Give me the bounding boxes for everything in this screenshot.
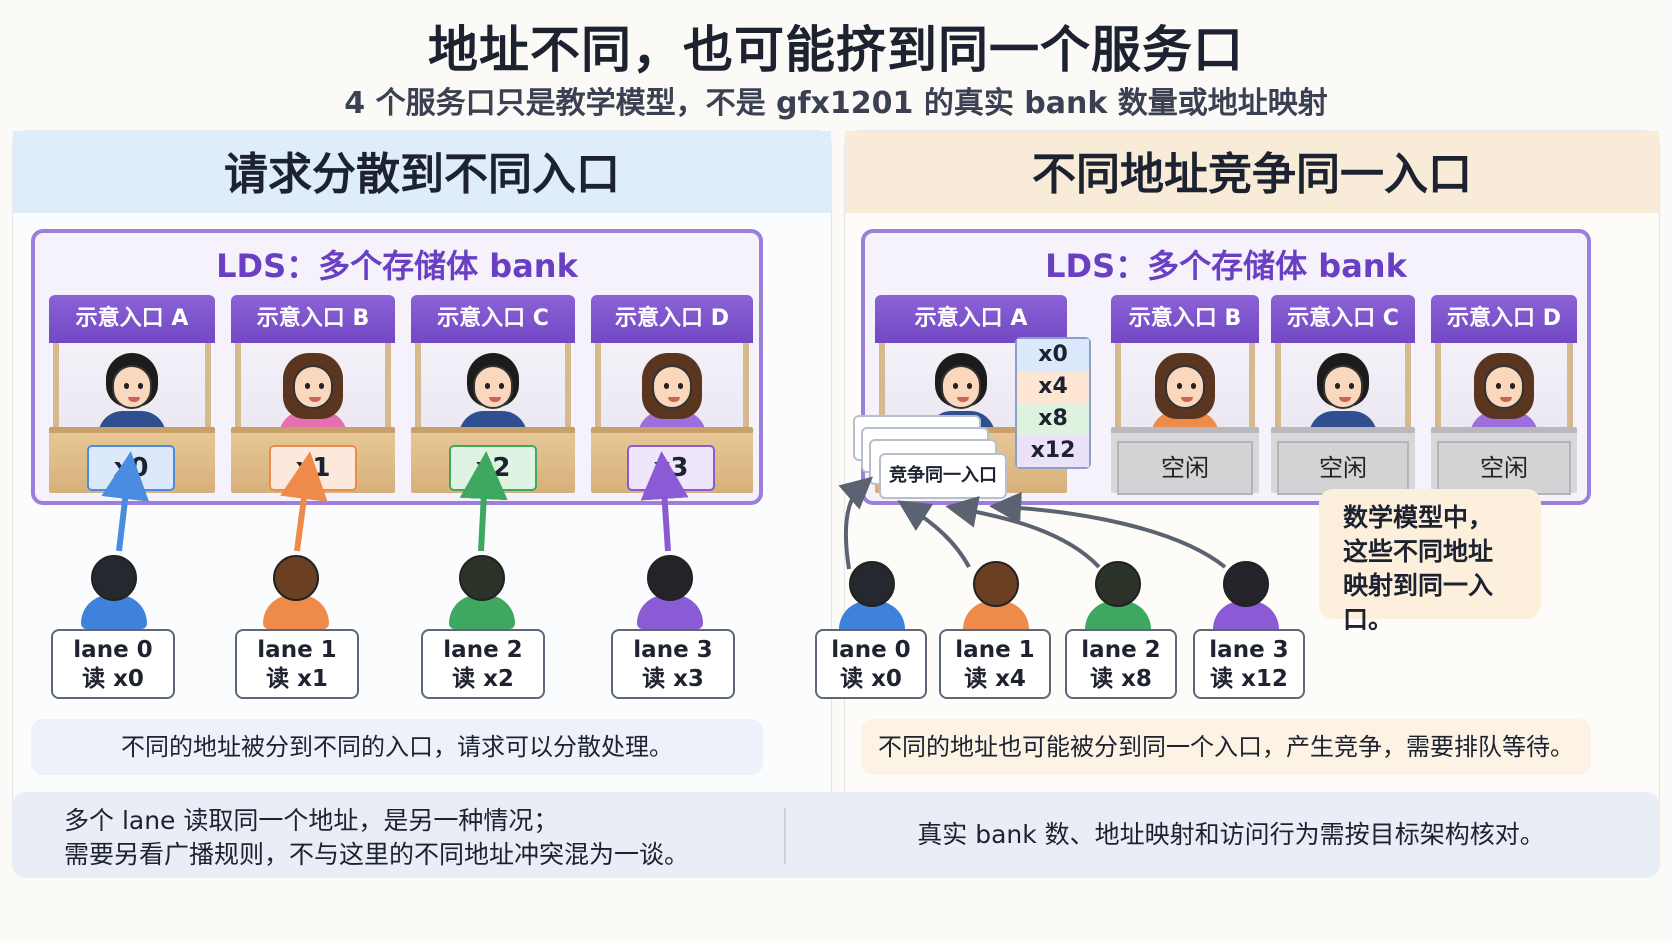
footer-left-note: 多个 lane 读取同一个地址，是另一种情况； 需要另看广播规则，不与这里的不同… — [64, 806, 690, 869]
left-lds-title: LDS：多个存储体 bank — [216, 247, 578, 285]
lane2-person-icon — [445, 555, 519, 629]
right-panel-heading: 不同地址竞争同一入口 — [845, 131, 1659, 213]
window-sign: 示意入口 A — [875, 295, 1067, 343]
window-sign: 示意入口 B — [231, 295, 395, 343]
right-window-c: 示意入口 C 空闲 — [1271, 295, 1415, 495]
right-lds-box: LDS：多个存储体 bank 示意入口 A 示意入口 B 空闲 — [861, 229, 1591, 505]
contend-same-entry-card: 竞争同一入口 — [879, 453, 1007, 499]
lane1-person-icon — [259, 555, 333, 629]
window-sign: 示意入口 D — [591, 295, 753, 343]
arrow-lane1-x1 — [280, 451, 328, 552]
clerk-female-icon — [632, 353, 712, 439]
model-callout: 数学模型中， 这些不同地址 映射到同一入口。 — [1319, 489, 1541, 634]
right-lds-title: LDS：多个存储体 bank — [1045, 247, 1407, 285]
clerk-male-icon — [92, 353, 172, 439]
right-panel: 不同地址竞争同一入口 LDS：多个存储体 bank 示意入口 A 示意入口 B — [815, 130, 1660, 834]
left-panel-heading: 请求分散到不同入口 — [13, 131, 831, 213]
window-sign: 示意入口 D — [1431, 295, 1577, 343]
window-sign: 示意入口 C — [411, 295, 575, 343]
left-note: 不同的地址被分到不同的入口，请求可以分散处理。 — [31, 719, 763, 775]
right-contention-arrows — [838, 476, 1227, 570]
footer-divider — [784, 808, 786, 864]
lane3-person-icon — [633, 555, 707, 629]
right-window-d: 示意入口 D 空闲 — [1431, 295, 1577, 495]
arrow-lane0-x0 — [101, 451, 150, 552]
idle-status: 空闲 — [1277, 441, 1409, 495]
idle-status: 空闲 — [1117, 441, 1253, 495]
arrow-lane3-contend — [989, 491, 1227, 569]
lane2-person-icon — [1081, 561, 1155, 635]
arrow-lane3-x3 — [640, 451, 689, 552]
clerk-female-icon — [273, 353, 353, 439]
idle-status: 空闲 — [1437, 441, 1571, 495]
footer-right-note: 真实 bank 数、地址映射和访问行为需按目标架构核对。 — [917, 820, 1545, 849]
left-window-c: 示意入口 C x2 — [411, 295, 575, 493]
lane0-person-icon — [77, 555, 151, 629]
queue-item: x12 — [1017, 435, 1089, 467]
left-request-arrows — [101, 451, 689, 552]
clerk-female-icon — [1464, 353, 1544, 439]
right-window-b: 示意入口 B 空闲 — [1111, 295, 1259, 495]
queue-item: x8 — [1017, 403, 1089, 435]
clerk-female-icon — [1145, 353, 1225, 439]
page-subtitle: 4 个服务口只是教学模型，不是 gfx1201 的真实 bank 数量或地址映射 — [344, 86, 1328, 121]
queued-addresses: x0 x4 x8 x12 — [1015, 337, 1091, 469]
right-note: 不同的地址也可能被分到同一个入口，产生竞争，需要排队等待。 — [861, 719, 1591, 775]
lane3-person-icon — [1209, 561, 1283, 635]
arrow-lane2-x2 — [459, 451, 508, 552]
arrow-lane2-contend — [945, 496, 1101, 569]
window-sign: 示意入口 A — [49, 295, 215, 343]
left-panel: 请求分散到不同入口 LDS：多个存储体 bank 示意入口 A x0 示意入口 … — [12, 130, 832, 834]
lane1-person-icon — [959, 561, 1033, 635]
lane0-person-icon — [835, 561, 909, 635]
queue-item: x0 — [1017, 339, 1089, 371]
window-sign: 示意入口 C — [1271, 295, 1415, 343]
page-title: 地址不同，也可能挤到同一个服务口 — [428, 21, 1244, 79]
footer-notes: 多个 lane 读取同一个地址，是另一种情况； 需要另看广播规则，不与这里的不同… — [12, 792, 1660, 878]
queue-item: x4 — [1017, 371, 1089, 403]
arrow-lane0-contend — [838, 476, 874, 570]
arrow-lane1-contend — [897, 500, 971, 568]
window-sign: 示意入口 B — [1111, 295, 1259, 343]
